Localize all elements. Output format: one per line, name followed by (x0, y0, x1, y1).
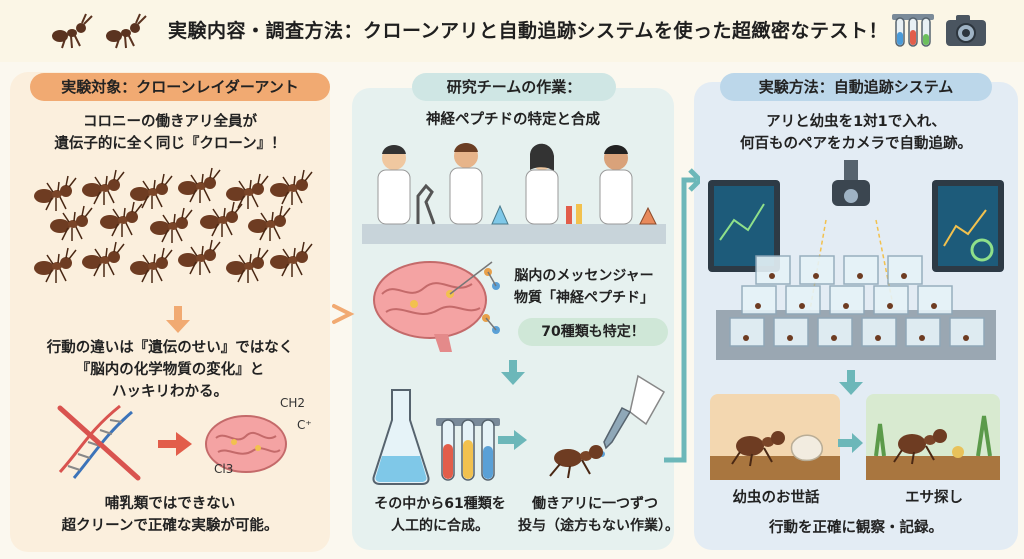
right-arrow-icon (332, 304, 355, 324)
method-desc-1: アリと幼虫を1対1で入れ、 (766, 114, 946, 130)
method-desc-2: 何百ものペアをカメラで自動追跡。 (740, 136, 972, 152)
subject-point-2: 『脳内の化学物質の変化』と (75, 362, 265, 378)
count-badge: 70種類も特定！ (518, 318, 668, 346)
team-heading: 研究チームの作業： (412, 73, 616, 101)
larva-care-icon (710, 394, 840, 480)
ants-icon (52, 13, 147, 49)
brain-icon (373, 261, 493, 352)
chem-label-ch2: CH2 (280, 396, 306, 410)
chem-label-c: C⁺ (297, 418, 312, 432)
subject-caption-2: 超クリーンで正確な実験が可能。 (61, 518, 279, 534)
right-arrow-icon (838, 433, 863, 453)
label-care: 幼虫のお世話 (732, 490, 820, 506)
panel-subject (10, 72, 330, 552)
label-forage: エサ探し (905, 490, 963, 506)
clone-ants-illustration (33, 167, 313, 284)
tracking-system-illustration (708, 160, 1004, 360)
method-heading: 実験方法：自動追跡システム (720, 73, 992, 101)
subject-point-3: ハッキリわかる。 (112, 384, 228, 400)
molecule-icon (482, 268, 500, 334)
connector-arrow (664, 168, 700, 463)
dna-vs-brain-illustration (57, 404, 287, 481)
subject-heading: 実験対象：クローンレイダーアント (30, 73, 330, 101)
test-tubes-icon (892, 14, 934, 47)
synth-line-1: その中から61種類を (374, 496, 506, 512)
chem-label-cl: Cl3 (214, 462, 234, 476)
dose-line-2: 投与（途方もない作業）。 (518, 518, 679, 534)
dose-line-1: 働きアリに一つずつ (532, 496, 658, 512)
subject-intro-1: コロニーの働きアリ全員が (83, 114, 257, 130)
camera-icon (946, 15, 986, 46)
subject-intro-2: 遺伝子的に全く同じ『クローン』！ (54, 136, 286, 152)
synth-line-2: 人工的に合成。 (391, 518, 489, 534)
right-arrow-icon (498, 430, 527, 450)
method-caption: 行動を正確に観察・記録。 (769, 520, 943, 536)
down-arrow-icon (501, 360, 525, 385)
scientists-illustration (362, 143, 666, 244)
down-arrow-icon (839, 370, 863, 395)
messenger-line-1: 脳内のメッセンジャー (514, 268, 654, 284)
subject-point-1: 行動の違いは『遺伝のせい』ではなく (46, 340, 294, 356)
header-banner (0, 0, 1024, 62)
subject-caption-1: 哺乳類ではできない (104, 496, 236, 512)
page-title: 実験内容・調査方法：クローンアリと自動追跡システムを使った超緻密なテスト！ (168, 20, 888, 42)
flask-tubes-icon (372, 389, 500, 485)
down-arrow-icon (166, 306, 190, 333)
foraging-icon (866, 394, 1000, 480)
team-task: 神経ペプチドの特定と合成 (426, 112, 600, 128)
messenger-line-2: 物質「神経ペプチド」 (514, 290, 654, 306)
ant-dosing-icon (549, 374, 666, 479)
